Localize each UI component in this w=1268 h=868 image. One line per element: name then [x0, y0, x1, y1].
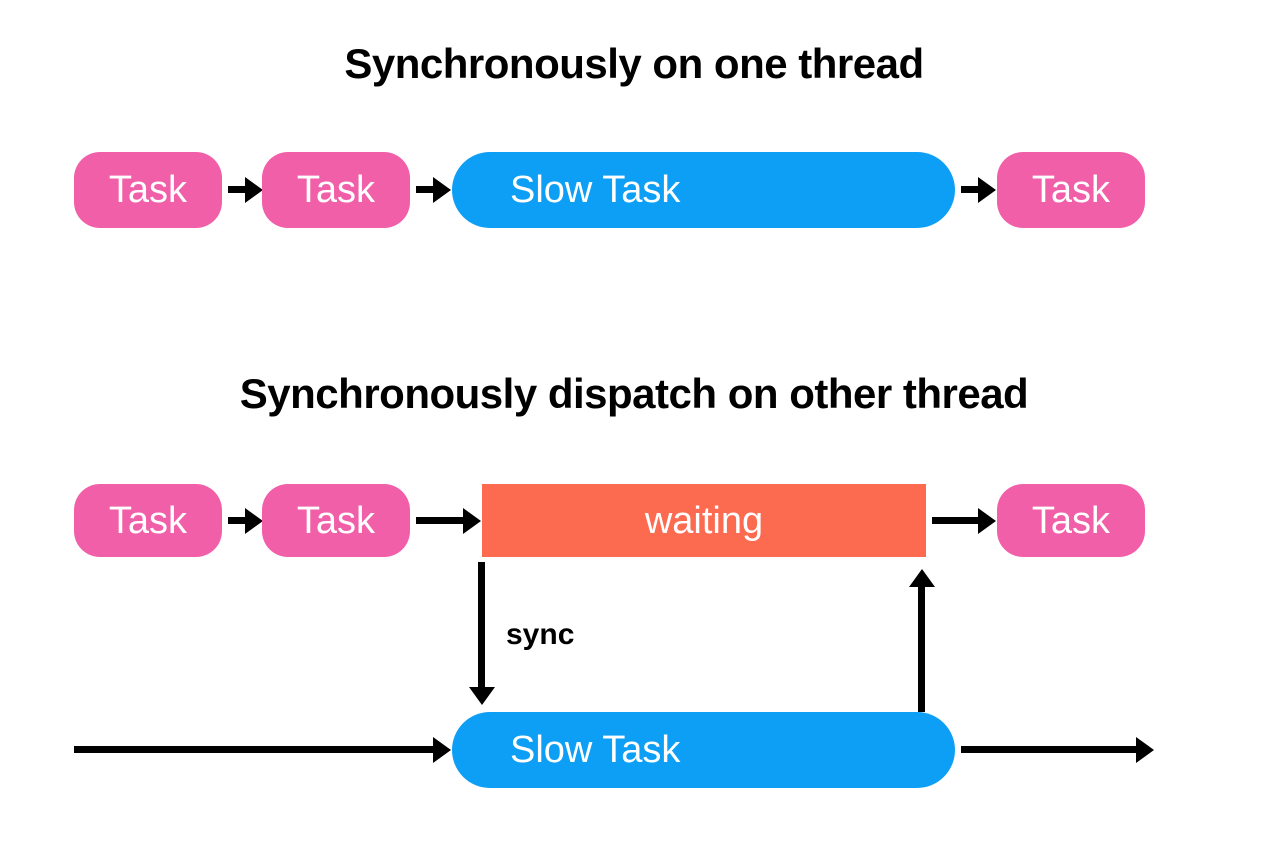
node-task-r2-3[interactable]: Task: [997, 484, 1145, 557]
node-task-r1-3[interactable]: Task: [997, 152, 1145, 228]
node-task-r1-2[interactable]: Task: [262, 152, 410, 228]
node-task-r2-2[interactable]: Task: [262, 484, 410, 557]
node-slow-task-r3[interactable]: Slow Task: [452, 712, 955, 788]
arrow-r2-task2-to-waiting: [416, 517, 464, 524]
arrow-other-thread-outbound: [961, 746, 1137, 753]
node-task-r2-1[interactable]: Task: [74, 484, 222, 557]
section-title-one-thread: Synchronously on one thread: [344, 40, 924, 87]
node-label: Slow Task: [510, 729, 681, 771]
arrow-r1-task1-to-task2: [228, 186, 246, 193]
arrow-sync-return-up: [918, 586, 925, 712]
node-label: waiting: [644, 499, 764, 542]
arrow-r2-waiting-to-task3: [932, 517, 979, 524]
node-slow-task-r1[interactable]: Slow Task: [452, 152, 955, 228]
node-label: Task: [296, 499, 376, 542]
node-label: Task: [108, 169, 188, 211]
arrow-r2-task1-to-task2: [228, 517, 246, 524]
arrow-r1-task2-to-slow: [416, 186, 434, 193]
node-label: Task: [1031, 499, 1111, 542]
node-label: Slow Task: [510, 169, 681, 211]
node-task-r1-1[interactable]: Task: [74, 152, 222, 228]
arrow-other-thread-inbound: [74, 746, 434, 753]
arrow-sync-dispatch-down: [478, 562, 485, 688]
node-label: Task: [108, 499, 188, 542]
node-label: Task: [1031, 169, 1111, 211]
edge-label-sync: sync: [506, 618, 575, 651]
node-label: Task: [296, 169, 376, 211]
section-title-other-thread: Synchronously dispatch on other thread: [239, 370, 1029, 417]
arrow-r1-slow-to-task3: [961, 186, 979, 193]
node-waiting-r2[interactable]: waiting: [482, 484, 926, 557]
